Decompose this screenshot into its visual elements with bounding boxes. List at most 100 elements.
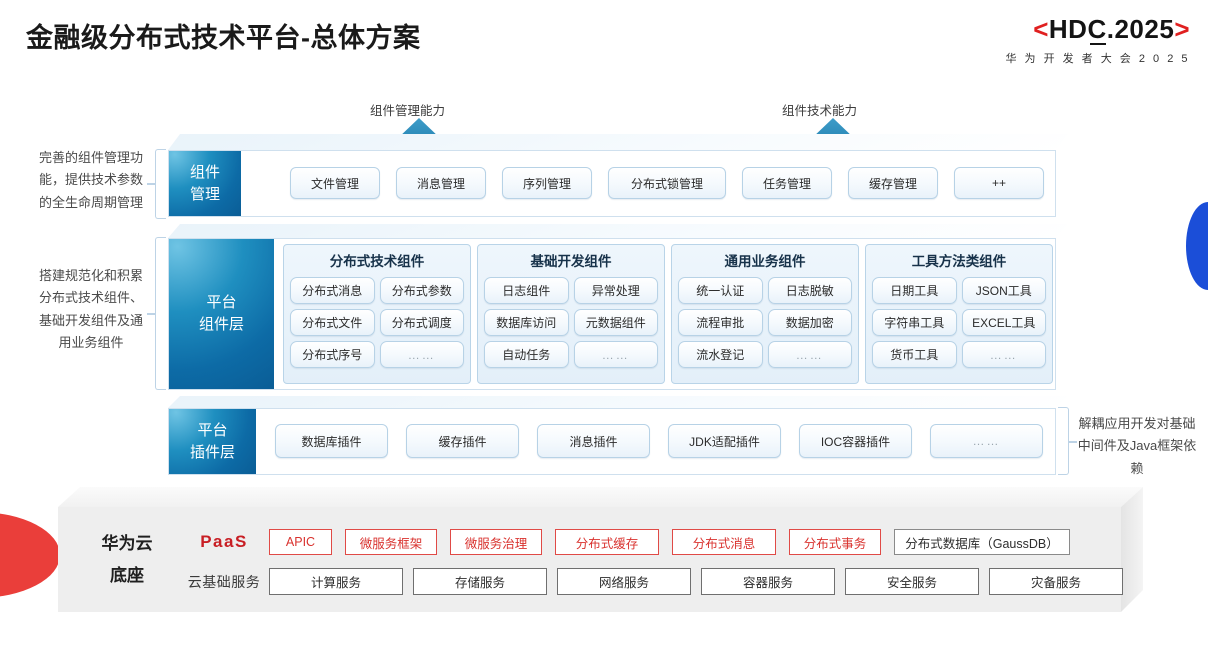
hdc-logo: <HDC.2025> 华 为 开 发 者 大 会 2 0 2 5	[1005, 16, 1190, 66]
layer-tab-line1: 组件	[189, 163, 220, 181]
component-management-item[interactable]: ++	[954, 167, 1044, 199]
paas-label: PaaS	[200, 532, 248, 551]
component-group-item[interactable]: ……	[379, 341, 464, 368]
component-group-item[interactable]: 分布式消息	[290, 277, 375, 304]
gray-panel-bevel-top	[58, 487, 1143, 507]
bracket-tick-platform-plugin	[1069, 441, 1077, 443]
gray-panel-bevel-right	[1121, 487, 1143, 612]
component-group-item[interactable]: 元数据组件	[573, 309, 658, 336]
arrow-label-component-management: 组件管理能力	[370, 104, 446, 118]
component-group-title: 工具方法类组件	[911, 254, 1007, 269]
page-title: 金融级分布式技术平台-总体方案	[26, 23, 421, 53]
bevel-top-platform-component	[168, 224, 1068, 238]
hdc-logo-underline	[1090, 43, 1107, 45]
layer-tab-line2: 管理	[189, 185, 220, 203]
cloud-service-item[interactable]: 灾备服务	[989, 568, 1123, 595]
component-management-item[interactable]: 序列管理	[502, 167, 592, 199]
paas-service-item[interactable]: APIC	[269, 529, 332, 555]
cloud-service-item[interactable]: 存储服务	[413, 568, 547, 595]
bevel-top-component-management	[168, 134, 1068, 150]
cloud-service-item[interactable]: 计算服务	[269, 568, 403, 595]
layer-tab-platform-component: 平台 组件层	[169, 239, 274, 389]
bracket-component-management	[155, 149, 166, 219]
component-group-item[interactable]: 流程审批	[678, 309, 763, 336]
platform-plugin-item[interactable]: 缓存插件	[406, 424, 519, 458]
paas-service-item[interactable]: 分布式数据库（GaussDB）	[894, 529, 1070, 555]
layer-tab-component-management: 组件 管理	[169, 151, 241, 216]
component-management-item[interactable]: 任务管理	[742, 167, 832, 199]
paas-service-item[interactable]: 微服务框架	[345, 529, 437, 555]
bracket-tick-component-management	[147, 183, 155, 185]
cloud-service-item[interactable]: 网络服务	[557, 568, 691, 595]
component-group-item[interactable]: ……	[767, 341, 852, 368]
blue-semicircle-decoration	[1186, 202, 1208, 290]
component-group-item[interactable]: ……	[961, 341, 1046, 368]
layer-tab-platform-plugin: 平台 插件层	[169, 409, 256, 474]
component-group-item[interactable]: 字符串工具	[872, 309, 957, 336]
component-group-item[interactable]: 数据加密	[767, 309, 852, 336]
component-management-item[interactable]: 缓存管理	[848, 167, 938, 199]
component-group-item[interactable]: EXCEL工具	[961, 309, 1046, 336]
component-group-card: 基础开发组件日志组件异常处理数据库访问元数据组件自动任务……	[477, 244, 665, 384]
huawei-cloud-base-line2: 底座	[110, 566, 144, 586]
component-group-item[interactable]: 数据库访问	[484, 309, 569, 336]
component-group-item[interactable]: ……	[573, 341, 658, 368]
layer-tab-line2: 组件层	[198, 316, 244, 333]
component-group-item[interactable]: 分布式调度	[379, 309, 464, 336]
component-group-title: 分布式技术组件	[329, 254, 425, 269]
component-group-item[interactable]: 货币工具	[872, 341, 957, 368]
component-group-item[interactable]: 异常处理	[573, 277, 658, 304]
component-group-grid: 日志组件异常处理数据库访问元数据组件自动任务……	[478, 275, 664, 374]
platform-plugin-item[interactable]: 数据库插件	[275, 424, 388, 458]
left-note-platform-component: 搭建规范化和积累分布式技术组件、基础开发组件及通用业务组件	[38, 268, 143, 351]
angle-bracket-right-icon: >	[1174, 14, 1190, 44]
arrow-label-component-technology: 组件技术能力	[782, 104, 858, 118]
platform-plugin-items: 数据库插件缓存插件消息插件 JDK适配插件 IOC容器插件 ……	[275, 424, 1043, 458]
hdc-logo-text: HDC.2025	[1048, 14, 1175, 44]
paas-service-item[interactable]: 分布式缓存	[555, 529, 659, 555]
component-group-item[interactable]: 自动任务	[484, 341, 569, 368]
component-management-item[interactable]: 消息管理	[396, 167, 486, 199]
component-group-item[interactable]: 分布式序号	[290, 341, 375, 368]
paas-service-item[interactable]: 分布式消息	[672, 529, 776, 555]
hdc-logo-subtitle: 华 为 开 发 者 大 会 2 0 2 5	[1005, 53, 1190, 65]
platform-plugin-item[interactable]: ……	[930, 424, 1043, 458]
component-group-item[interactable]: 日志脱敏	[767, 277, 852, 304]
huawei-cloud-base-line1: 华为云	[101, 534, 153, 553]
layer-tab-line1: 平台	[197, 421, 228, 439]
component-group-grid: 分布式消息分布式参数分布式文件分布式调度分布式序号……	[284, 275, 470, 374]
component-management-item[interactable]: 文件管理	[290, 167, 380, 199]
bracket-platform-plugin	[1058, 407, 1069, 475]
component-management-item[interactable]: 分布式锁管理	[608, 167, 726, 199]
component-group-item[interactable]: 流水登记	[678, 341, 763, 368]
component-management-items: 文件管理消息管理序列管理分布式锁管理任务管理缓存管理 ++	[290, 167, 1044, 199]
angle-bracket-left-icon: <	[1033, 14, 1049, 44]
platform-plugin-item[interactable]: 消息插件	[537, 424, 650, 458]
red-wedge-decoration	[0, 512, 60, 598]
component-group-item[interactable]: 统一认证	[678, 277, 763, 304]
component-group-card: 分布式技术组件分布式消息分布式参数分布式文件分布式调度分布式序号……	[283, 244, 471, 384]
component-group-title: 通用业务组件	[724, 254, 806, 269]
component-group-grid: 统一认证日志脱敏流程审批数据加密流水登记……	[672, 275, 858, 374]
component-group-item[interactable]: 日志组件	[484, 277, 569, 304]
component-group-item[interactable]: 日期工具	[872, 277, 957, 304]
layer-tab-line1: 平台	[206, 294, 237, 312]
component-group-item[interactable]: JSON工具	[961, 277, 1046, 304]
component-group-item[interactable]: 分布式文件	[290, 309, 375, 336]
cloud-service-item[interactable]: 安全服务	[845, 568, 979, 595]
hdc-logo-main: <HDC.2025>	[1033, 14, 1190, 45]
component-group-item[interactable]: 分布式参数	[379, 277, 464, 304]
platform-plugin-item[interactable]: JDK适配插件	[668, 424, 781, 458]
paas-service-item[interactable]: 分布式事务	[789, 529, 881, 555]
gray-panel-huawei-cloud	[58, 507, 1121, 612]
paas-service-item[interactable]: 微服务治理	[450, 529, 542, 555]
bracket-platform-component	[155, 237, 166, 390]
layer-tab-line2: 插件层	[189, 443, 235, 461]
platform-plugin-item[interactable]: IOC容器插件	[799, 424, 912, 458]
cloud-service-items: 计算服务存储服务网络服务容器服务安全服务灾备服务	[269, 568, 1123, 595]
cloud-base-service-label: 云基础服务	[187, 574, 261, 590]
cloud-service-item[interactable]: 容器服务	[701, 568, 835, 595]
paas-service-items: APIC 微服务框架微服务治理分布式缓存分布式消息分布式事务分布式数据库（Gaus…	[269, 529, 1070, 555]
